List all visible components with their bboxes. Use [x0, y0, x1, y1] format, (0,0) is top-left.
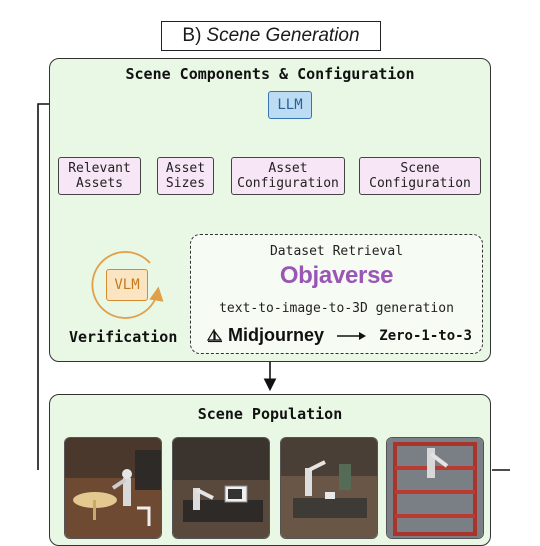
dataset-retrieval-box: Dataset Retrieval Objaverse text-to-imag…: [190, 234, 483, 354]
scene-image: [173, 438, 269, 538]
midjourney-label: Midjourney: [228, 325, 325, 345]
component-line: Scene: [400, 161, 440, 176]
component-relevant-assets: Relevant Assets: [58, 157, 141, 195]
component-line: Asset: [268, 161, 308, 176]
zero123-label: Zero-1-to-3: [379, 327, 472, 344]
sailboat-icon: [207, 328, 223, 342]
population-panel-title: Scene Population: [197, 405, 343, 423]
component-line: Asset: [165, 161, 206, 176]
component-scene-configuration: Scene Configuration: [359, 157, 481, 195]
scene-thumbnail: [172, 437, 270, 539]
component-line: Sizes: [165, 176, 206, 191]
scene-thumbnail: [386, 437, 484, 539]
section-prefix: B): [182, 25, 202, 46]
component-line: Relevant: [68, 161, 131, 176]
section-title: B) Scene Generation: [161, 21, 381, 51]
retrieval-title: Dataset Retrieval: [269, 244, 404, 259]
component-line: Configuration: [237, 176, 339, 191]
objaverse-logo: Objaverse: [279, 262, 394, 289]
generation-title: text-to-image-to-3D generation: [219, 301, 454, 316]
arrow-right-icon: [336, 331, 366, 340]
section-title-text: Scene Generation: [206, 25, 360, 46]
verification-loop-icon: [91, 251, 164, 319]
scene-thumbnail: [280, 437, 378, 539]
scene-thumbnail: [64, 437, 162, 539]
component-line: Assets: [76, 176, 123, 191]
scene-image: [387, 438, 483, 538]
component-line: Configuration: [369, 176, 471, 191]
midjourney-logo: Midjourney: [207, 325, 324, 346]
llm-node: LLM: [268, 91, 312, 119]
scene-image: [65, 438, 161, 538]
vlm-node: VLM: [106, 269, 148, 301]
config-panel-title: Scene Components & Configuration: [125, 65, 415, 83]
scene-image: [281, 438, 377, 538]
generation-pipeline: Midjourney Zero-1-to-3: [207, 325, 472, 346]
component-asset-configuration: Asset Configuration: [231, 157, 345, 195]
verification-label: Verification: [69, 328, 178, 346]
component-asset-sizes: Asset Sizes: [157, 157, 214, 195]
